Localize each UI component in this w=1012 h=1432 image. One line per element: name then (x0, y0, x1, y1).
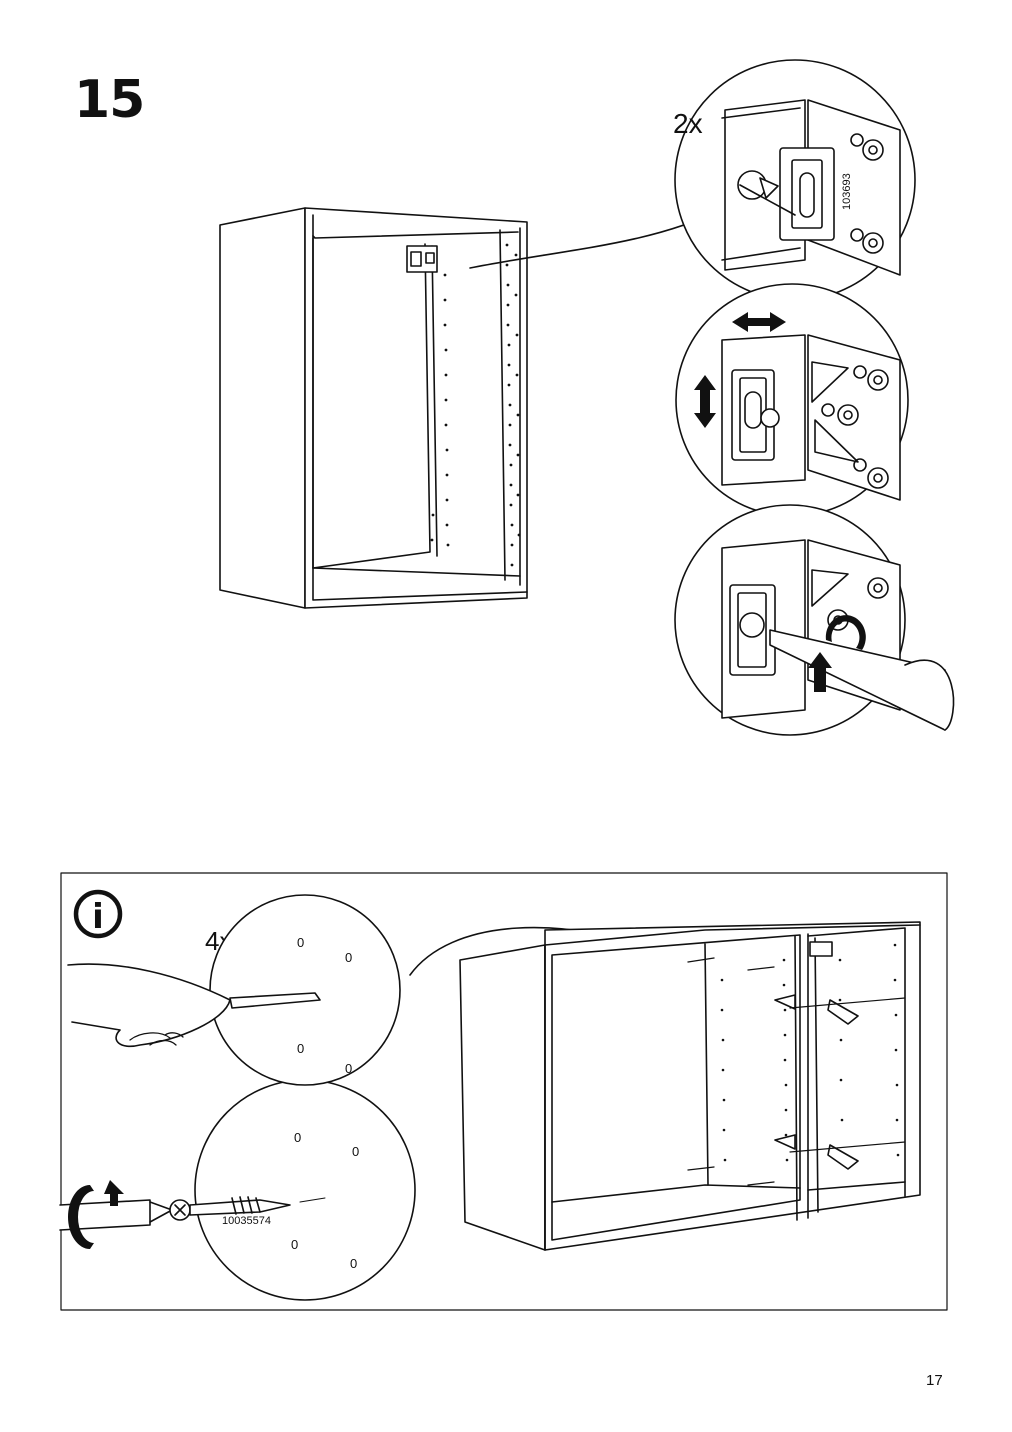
svg-text:0: 0 (352, 1144, 359, 1159)
svg-text:0: 0 (345, 950, 352, 965)
svg-text:0: 0 (297, 1041, 304, 1056)
svg-text:0: 0 (291, 1237, 298, 1252)
detail-circle-screw: 0 0 0 0 (59, 1079, 416, 1301)
info-icon: i (73, 889, 123, 939)
detail-circle-tighten-screw (674, 504, 955, 736)
double-arrow-horizontal-icon (732, 312, 786, 332)
double-cabinet-assembly (459, 921, 921, 1251)
wall-cabinet-frame (219, 207, 528, 609)
detail-circle-hang-bracket (674, 59, 916, 301)
bracket-quantity-label: 2x (673, 108, 703, 139)
svg-text:0: 0 (297, 935, 304, 950)
step-number: 15 (74, 70, 145, 130)
svg-text:0: 0 (294, 1130, 301, 1145)
rotate-arrow-icon (68, 1180, 124, 1249)
detail-circle-holes: 0 0 0 0 (67, 894, 401, 1086)
screw-part-number: 10035574 (222, 1215, 271, 1227)
svg-text:0: 0 (350, 1256, 357, 1271)
svg-text:i: i (92, 897, 104, 937)
svg-text:0: 0 (345, 1061, 352, 1076)
info-box (60, 872, 948, 1311)
page-number: 17 (926, 1372, 943, 1389)
detail-circle-adjust-bracket (675, 283, 909, 517)
double-arrow-vertical-icon (694, 375, 716, 428)
rotate-arrow-icon (808, 615, 866, 692)
bracket-part-number: 103693 (841, 173, 853, 210)
